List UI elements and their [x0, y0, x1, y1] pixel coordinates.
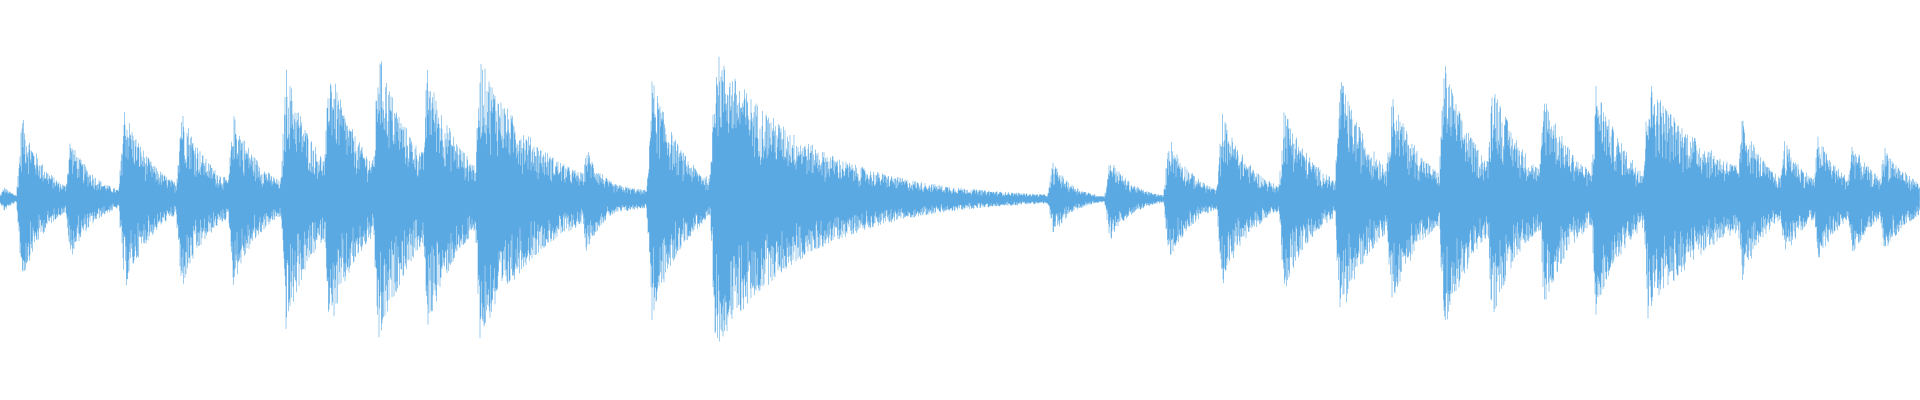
waveform-trace [0, 56, 1920, 342]
